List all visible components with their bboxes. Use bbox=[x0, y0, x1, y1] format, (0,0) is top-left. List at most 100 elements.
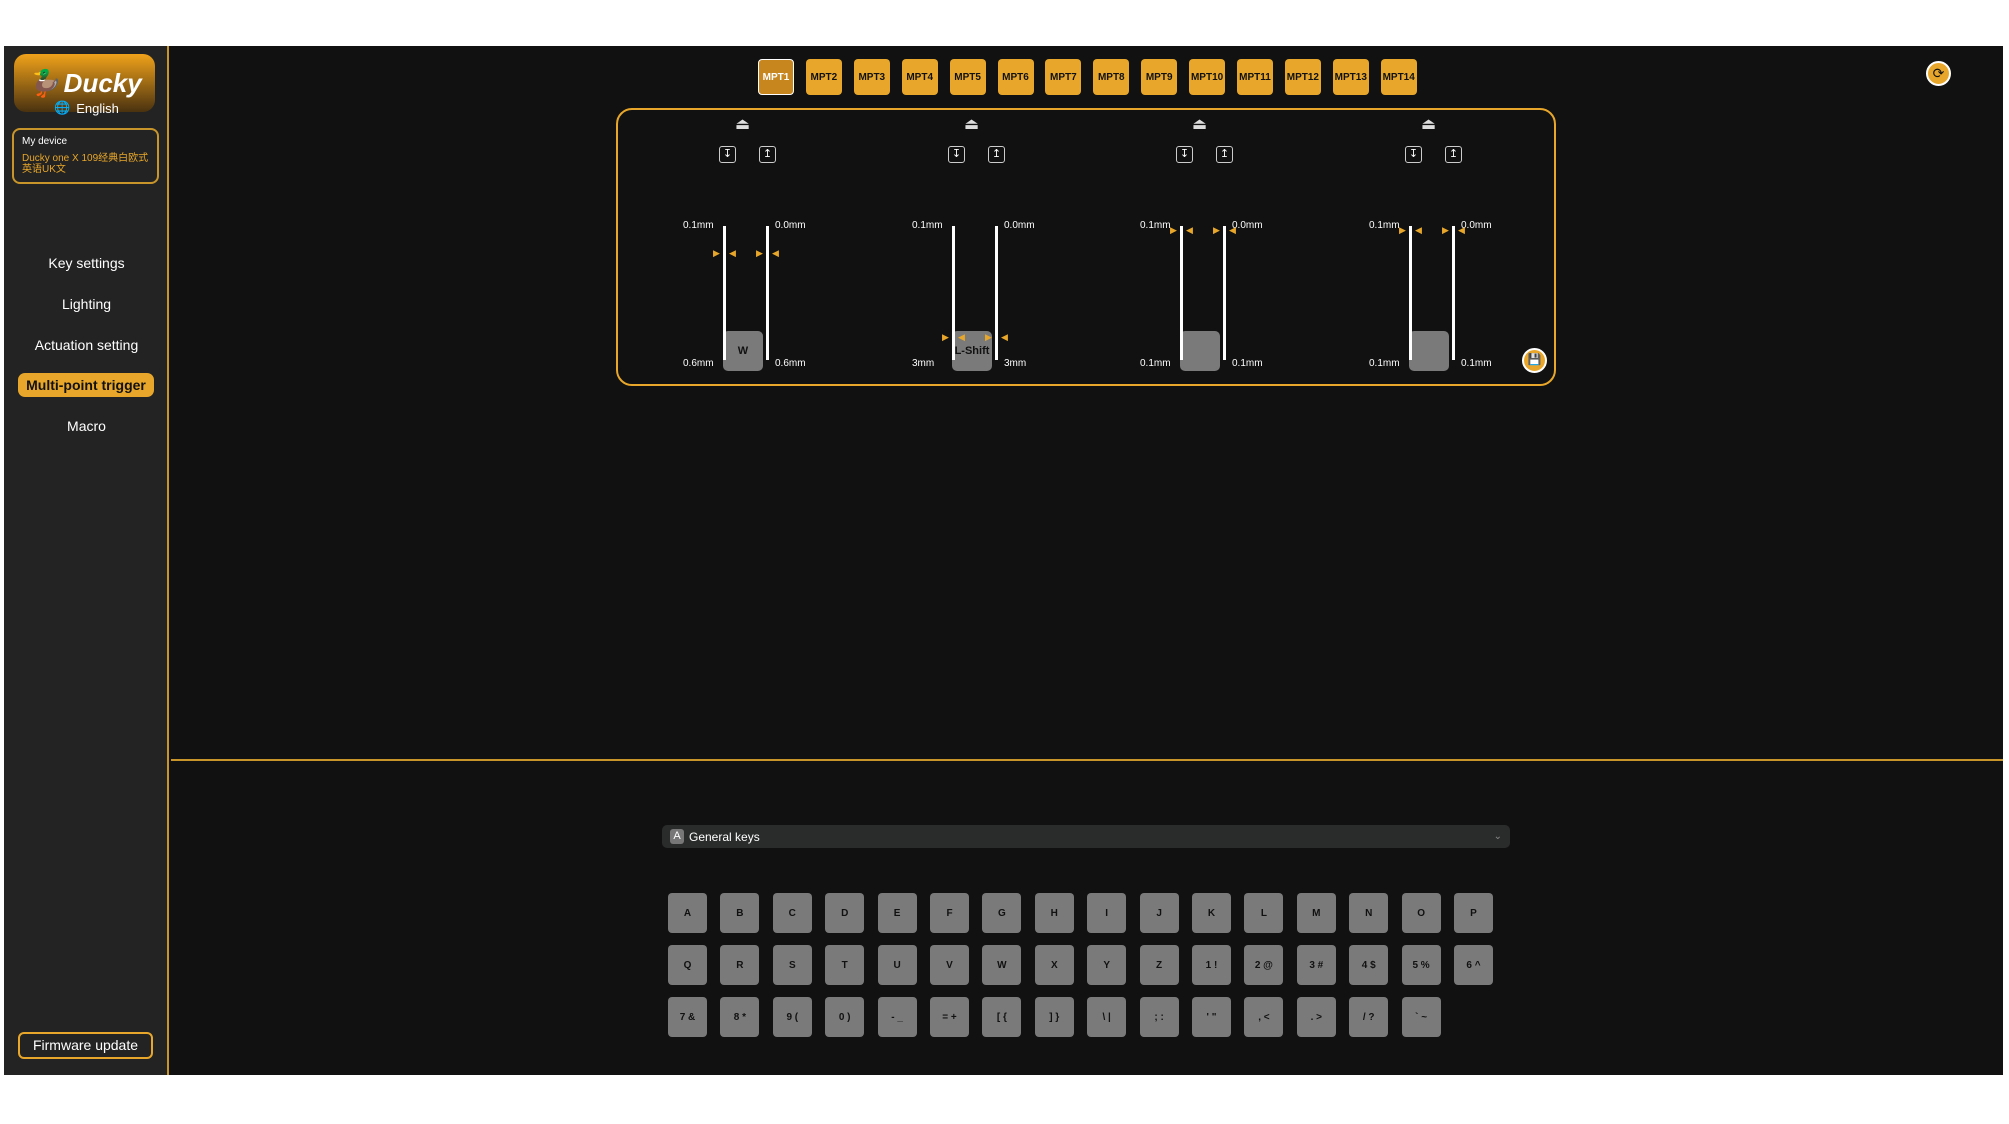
release-slider[interactable] bbox=[995, 226, 998, 360]
key-button[interactable]: A bbox=[668, 893, 707, 933]
key-button[interactable]: N bbox=[1349, 893, 1389, 933]
tab-mpt2[interactable]: MPT2 bbox=[805, 59, 842, 95]
key-category-dropdown[interactable]: A General keys ⌄ bbox=[662, 825, 1510, 848]
press-arrow-icon[interactable]: ↧ bbox=[948, 146, 965, 163]
release-marker-right-icon[interactable]: ◀ bbox=[1458, 225, 1465, 236]
key-button[interactable]: U bbox=[877, 945, 917, 985]
menu-key-settings[interactable]: Key settings bbox=[48, 255, 125, 271]
key-button[interactable]: Y bbox=[1087, 945, 1127, 985]
key-button[interactable]: 1 ! bbox=[1192, 945, 1231, 985]
key-button[interactable]: H bbox=[1034, 893, 1074, 933]
key-button[interactable]: - _ bbox=[877, 997, 917, 1037]
key-button[interactable]: C bbox=[772, 893, 812, 933]
key-button[interactable]: B bbox=[720, 893, 760, 933]
tab-mpt7[interactable]: MPT7 bbox=[1045, 59, 1082, 95]
press-slider[interactable] bbox=[723, 226, 726, 360]
press-slider[interactable] bbox=[1180, 226, 1183, 360]
release-arrow-icon[interactable]: ↥ bbox=[988, 146, 1005, 163]
key-button[interactable]: V bbox=[930, 945, 969, 985]
key-button[interactable]: 5 % bbox=[1401, 945, 1441, 985]
press-slider[interactable] bbox=[1409, 226, 1412, 360]
key-button[interactable]: T bbox=[825, 945, 865, 985]
key-button[interactable]: \ | bbox=[1087, 997, 1127, 1037]
key-button[interactable]: . > bbox=[1296, 997, 1336, 1037]
refresh-icon[interactable]: ⟳ bbox=[1926, 61, 1951, 86]
key-button[interactable]: ' " bbox=[1192, 997, 1231, 1037]
menu-actuation-setting[interactable]: Actuation setting bbox=[34, 337, 139, 353]
tab-mpt11[interactable]: MPT11 bbox=[1237, 59, 1273, 95]
key-button[interactable]: Q bbox=[668, 945, 707, 985]
key-button[interactable]: J bbox=[1139, 893, 1179, 933]
release-marker-left-icon[interactable]: ▶ bbox=[756, 247, 763, 258]
release-marker-right-icon[interactable]: ◀ bbox=[772, 247, 779, 258]
release-marker-left-icon[interactable]: ▶ bbox=[1442, 225, 1449, 236]
key-button[interactable]: ` ~ bbox=[1401, 997, 1441, 1037]
tab-mpt5[interactable]: MPT5 bbox=[949, 59, 986, 95]
key-button[interactable]: S bbox=[772, 945, 812, 985]
press-marker-right-icon[interactable]: ◀ bbox=[729, 247, 736, 258]
save-icon[interactable]: 💾 bbox=[1522, 348, 1547, 373]
language-selector[interactable]: 🌐English bbox=[4, 100, 169, 116]
key-button[interactable]: Z bbox=[1139, 945, 1179, 985]
tab-mpt8[interactable]: MPT8 bbox=[1093, 59, 1130, 95]
key-button[interactable]: G bbox=[982, 893, 1022, 933]
key-button[interactable]: 3 # bbox=[1296, 945, 1336, 985]
trigger-key[interactable] bbox=[1409, 331, 1449, 371]
trigger-key[interactable]: L-Shift bbox=[952, 331, 992, 371]
device-card[interactable]: My device Ducky one X 109经典白欧式英语UK文 bbox=[12, 128, 159, 184]
tab-mpt14[interactable]: MPT14 bbox=[1380, 59, 1417, 95]
release-marker-left-icon[interactable]: ▶ bbox=[1213, 225, 1220, 236]
key-button[interactable]: L bbox=[1244, 893, 1284, 933]
press-marker-left-icon[interactable]: ▶ bbox=[942, 332, 949, 343]
key-button[interactable]: K bbox=[1192, 893, 1231, 933]
key-button[interactable]: / ? bbox=[1349, 997, 1389, 1037]
press-marker-right-icon[interactable]: ◀ bbox=[1415, 225, 1422, 236]
release-marker-right-icon[interactable]: ◀ bbox=[1229, 225, 1236, 236]
key-button[interactable]: 8 * bbox=[720, 997, 760, 1037]
trigger-key[interactable] bbox=[1180, 331, 1220, 371]
tab-mpt10[interactable]: MPT10 bbox=[1189, 59, 1226, 95]
key-button[interactable]: 6 ^ bbox=[1454, 945, 1493, 985]
menu-macro[interactable]: Macro bbox=[67, 418, 106, 434]
press-arrow-icon[interactable]: ↧ bbox=[1405, 146, 1422, 163]
key-button[interactable]: 2 @ bbox=[1244, 945, 1284, 985]
release-slider[interactable] bbox=[1223, 226, 1226, 360]
key-button[interactable]: 4 $ bbox=[1349, 945, 1389, 985]
key-button[interactable]: O bbox=[1401, 893, 1441, 933]
key-button[interactable]: ] } bbox=[1034, 997, 1074, 1037]
key-button[interactable]: P bbox=[1454, 893, 1493, 933]
key-button[interactable]: W bbox=[982, 945, 1022, 985]
menu-lighting[interactable]: Lighting bbox=[61, 296, 112, 312]
key-button[interactable]: M bbox=[1296, 893, 1336, 933]
key-button[interactable]: X bbox=[1034, 945, 1074, 985]
tab-mpt1[interactable]: MPT1 bbox=[758, 59, 794, 95]
key-button[interactable]: D bbox=[825, 893, 865, 933]
release-slider[interactable] bbox=[1452, 226, 1455, 360]
key-button[interactable]: 9 ( bbox=[772, 997, 812, 1037]
release-marker-right-icon[interactable]: ◀ bbox=[1001, 332, 1008, 343]
release-arrow-icon[interactable]: ↥ bbox=[1216, 146, 1233, 163]
key-button[interactable]: E bbox=[877, 893, 917, 933]
key-button[interactable]: , < bbox=[1244, 997, 1284, 1037]
press-arrow-icon[interactable]: ↧ bbox=[1176, 146, 1193, 163]
key-button[interactable]: 7 & bbox=[668, 997, 707, 1037]
key-button[interactable]: I bbox=[1087, 893, 1127, 933]
tab-mpt6[interactable]: MPT6 bbox=[997, 59, 1034, 95]
tab-mpt12[interactable]: MPT12 bbox=[1284, 59, 1321, 95]
menu-multi-point-trigger[interactable]: Multi-point trigger bbox=[18, 373, 154, 397]
tab-mpt3[interactable]: MPT3 bbox=[853, 59, 890, 95]
key-button[interactable]: 0 ) bbox=[825, 997, 865, 1037]
key-button[interactable]: [ { bbox=[982, 997, 1022, 1037]
press-arrow-icon[interactable]: ↧ bbox=[719, 146, 736, 163]
trigger-key[interactable]: W bbox=[723, 331, 763, 371]
firmware-update-button[interactable]: Firmware update bbox=[18, 1032, 153, 1059]
key-button[interactable]: ; : bbox=[1139, 997, 1179, 1037]
key-button[interactable]: R bbox=[720, 945, 760, 985]
release-marker-left-icon[interactable]: ▶ bbox=[985, 332, 992, 343]
tab-mpt13[interactable]: MPT13 bbox=[1332, 59, 1369, 95]
release-arrow-icon[interactable]: ↥ bbox=[759, 146, 776, 163]
press-marker-left-icon[interactable]: ▶ bbox=[1170, 225, 1177, 236]
key-button[interactable]: F bbox=[930, 893, 969, 933]
press-marker-left-icon[interactable]: ▶ bbox=[713, 247, 720, 258]
release-slider[interactable] bbox=[766, 226, 769, 360]
